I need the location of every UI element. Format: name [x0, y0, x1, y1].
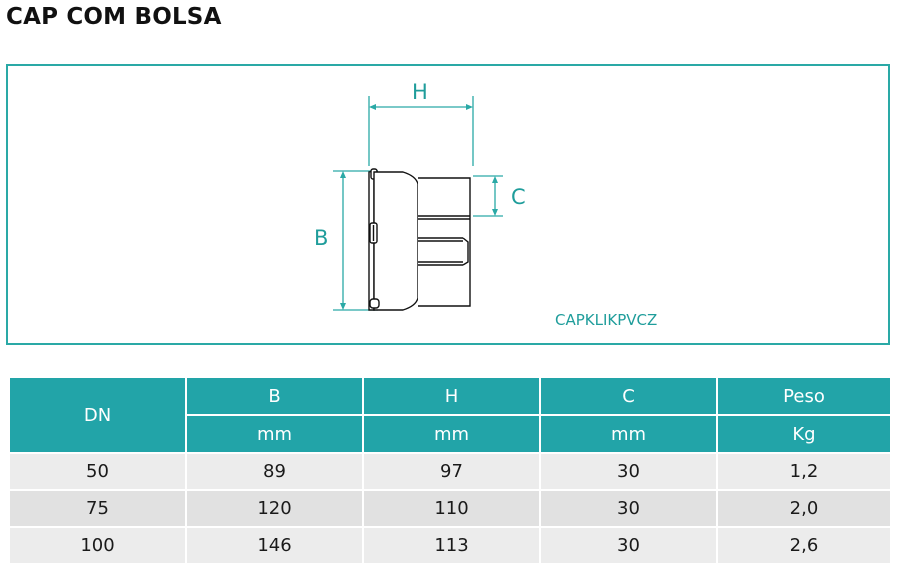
technical-drawing-frame: H B C CAPKLIKPVCZ — [6, 64, 890, 345]
cell-h: 113 — [362, 527, 540, 565]
unit-peso: Kg — [716, 415, 890, 454]
unit-b: mm — [185, 415, 363, 454]
table-units-row: mm mm mm Kg — [10, 415, 890, 454]
cell-dn: 75 — [10, 490, 186, 528]
header-dn: DN — [10, 378, 186, 454]
product-code: CAPKLIKPVCZ — [555, 311, 658, 329]
cell-h: 97 — [362, 453, 540, 491]
header-h: H — [362, 378, 540, 416]
cell-c: 30 — [539, 490, 717, 528]
dimension-label-b: B — [314, 226, 329, 250]
cell-dn: 100 — [10, 527, 186, 565]
cell-c: 30 — [539, 453, 717, 491]
header-peso: Peso — [716, 378, 890, 416]
cell-peso: 2,6 — [716, 527, 890, 565]
table-row: 75 120 110 30 2,0 — [10, 490, 890, 528]
page-title: CAP COM BOLSA — [6, 4, 222, 30]
cell-peso: 2,0 — [716, 490, 890, 528]
cell-peso: 1,2 — [716, 453, 890, 491]
cell-b: 120 — [185, 490, 363, 528]
cap-technical-drawing — [333, 96, 503, 311]
header-c: C — [539, 378, 717, 416]
spec-table: DN B H C Peso mm mm mm Kg 50 89 97 30 1,… — [10, 378, 890, 565]
cell-b: 146 — [185, 527, 363, 565]
cell-dn: 50 — [10, 453, 186, 491]
dimension-label-h: H — [412, 80, 428, 104]
unit-c: mm — [539, 415, 717, 454]
header-b: B — [185, 378, 363, 416]
dimension-label-c: C — [511, 185, 526, 209]
cap-body-outline — [368, 168, 471, 311]
cell-c: 30 — [539, 527, 717, 565]
cell-h: 110 — [362, 490, 540, 528]
unit-h: mm — [362, 415, 540, 454]
table-header-row: DN B H C Peso — [10, 378, 890, 454]
dimension-lines — [333, 96, 503, 311]
table-row: 50 89 97 30 1,2 — [10, 453, 890, 491]
table-row: 100 146 113 30 2,6 — [10, 527, 890, 565]
cell-b: 89 — [185, 453, 363, 491]
